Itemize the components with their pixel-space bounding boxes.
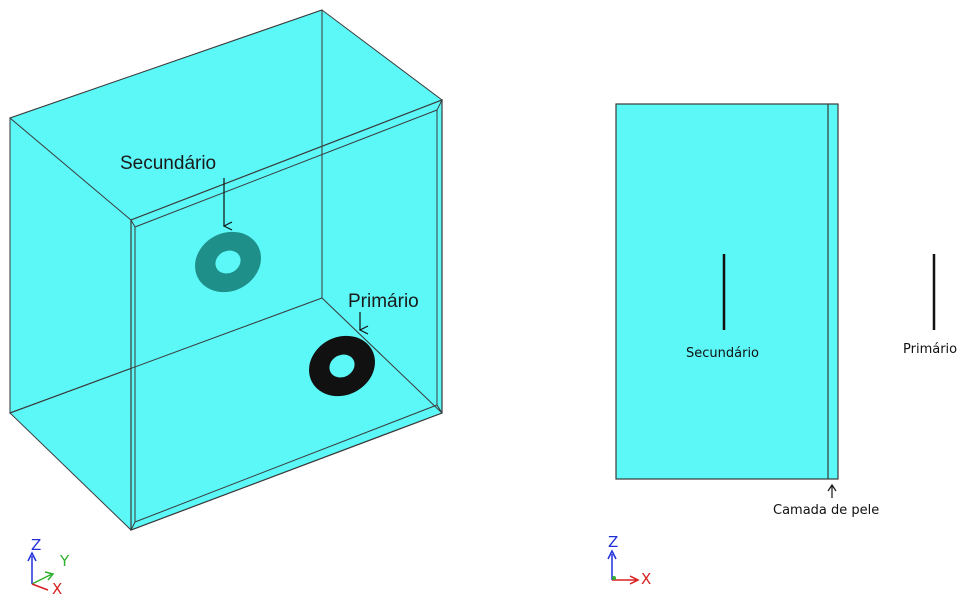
side-secondary-label: Secundário	[686, 346, 759, 361]
side-axis-triad: Z X	[607, 533, 651, 588]
iso-axis-x-label: X	[52, 580, 62, 595]
iso-view: Secundário Primário Z Y X	[9, 9, 444, 595]
iso-secondary-coil	[195, 231, 261, 293]
iso-axis-triad: Z Y X	[27, 536, 70, 595]
iso-primary-coil	[309, 335, 375, 397]
side-block	[615, 103, 839, 480]
side-primary-label: Primário	[903, 342, 957, 357]
iso-secondary-label: Secundário	[120, 153, 216, 174]
side-skin-label: Camada de pele	[773, 503, 879, 518]
side-axis-x-label: X	[641, 570, 651, 588]
iso-axis-z-label: Z	[31, 536, 41, 554]
iso-primary-label: Primário	[348, 291, 419, 312]
side-axis-z-label: Z	[608, 533, 618, 551]
iso-axis-y-label: Y	[59, 552, 70, 570]
side-view: Secundário Primário Camada de pele Z X	[607, 103, 957, 588]
